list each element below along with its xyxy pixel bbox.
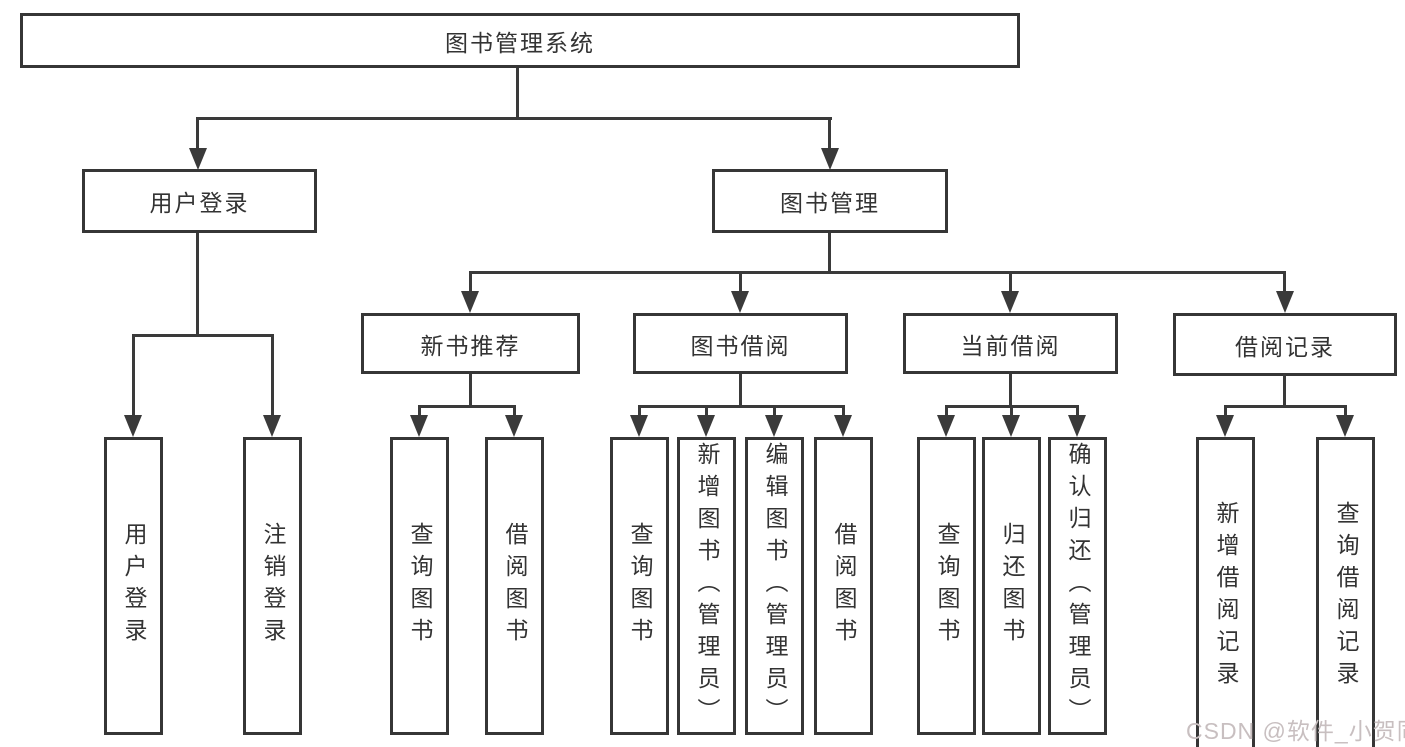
leaf-rec-borrow-books: 借阅图书 — [485, 437, 544, 735]
arrow-book-mgmt — [821, 148, 839, 170]
edge-stub-new-book-rec — [469, 271, 472, 293]
leaf-br-query-record-label: 查询借阅记录 — [1333, 501, 1359, 693]
edge-stub-book-borrow — [739, 271, 742, 293]
watermark-text: CSDN @软件_小贺同学 — [1186, 718, 1405, 744]
node-book-mgmt: 图书管理 — [712, 169, 948, 233]
edge-book-mgmt-stem — [828, 233, 831, 273]
leaf-bb-query-books: 查询图书 — [610, 437, 669, 735]
arrow-ul-user-login — [124, 415, 142, 437]
edge-stub-ul-logout — [271, 334, 274, 417]
edge-stub-cb-confirm — [1076, 405, 1079, 417]
leaf-br-add-record-label: 新增借阅记录 — [1213, 501, 1239, 693]
arrow-cb-confirm — [1068, 415, 1086, 437]
edge-borrow-records-stem — [1283, 374, 1286, 407]
leaf-cb-confirm-return: 确认归还（管理员） — [1048, 437, 1107, 735]
edge-stub-current-borrow — [1009, 271, 1012, 293]
node-book-borrow: 图书借阅 — [633, 313, 848, 374]
edge-current-borrow-stem — [1009, 374, 1012, 407]
edge-root-stem — [516, 68, 519, 119]
node-borrow-records-label: 借阅记录 — [1235, 333, 1335, 360]
edge-root-stub-user-login — [196, 117, 199, 150]
leaf-bb-borrow-books: 借阅图书 — [814, 437, 873, 735]
arrow-nbr-query — [410, 415, 428, 437]
arrow-current-borrow — [1001, 291, 1019, 313]
edge-stub-nbr-borrow — [513, 405, 516, 417]
edge-book-mgmt-bar — [469, 271, 1286, 274]
node-borrow-records: 借阅记录 — [1173, 313, 1397, 376]
edge-stub-bb-edit — [773, 405, 776, 417]
arrow-cb-query — [937, 415, 955, 437]
node-user-login: 用户登录 — [82, 169, 317, 233]
edge-user-login-stem — [196, 233, 199, 336]
leaf-br-add-record: 新增借阅记录 — [1196, 437, 1255, 747]
arrow-bb-add — [697, 415, 715, 437]
edge-stub-borrow-records — [1283, 271, 1286, 293]
edge-stub-br-query — [1344, 405, 1347, 417]
edge-stub-cb-return — [1010, 405, 1013, 417]
edge-stub-ul-user-login — [132, 334, 135, 417]
edge-stub-cb-query — [945, 405, 948, 417]
node-book-mgmt-label: 图书管理 — [780, 190, 880, 216]
node-current-borrow: 当前借阅 — [903, 313, 1118, 374]
edge-new-book-rec-stem — [469, 374, 472, 407]
arrow-borrow-records — [1276, 291, 1294, 313]
edge-root-stub-book-mgmt — [828, 117, 831, 150]
leaf-bb-edit-books: 编辑图书（管理员） — [745, 437, 804, 735]
leaf-cb-return-books: 归还图书 — [982, 437, 1041, 735]
edge-borrow-records-bar — [1224, 405, 1347, 408]
leaf-bb-borrow-books-label: 借阅图书 — [831, 522, 857, 650]
leaf-rec-query-books: 查询图书 — [390, 437, 449, 735]
node-root-label: 图书管理系统 — [445, 29, 595, 56]
arrow-nbr-borrow — [505, 415, 523, 437]
edge-user-login-bar — [132, 334, 274, 337]
edge-stub-bb-add — [705, 405, 708, 417]
node-book-borrow-label: 图书借阅 — [690, 332, 791, 359]
edge-stub-bb-borrow — [842, 405, 845, 417]
edge-stub-nbr-query — [418, 405, 421, 417]
node-new-book-rec: 新书推荐 — [361, 313, 580, 374]
edge-root-bar — [196, 117, 832, 120]
arrow-new-book-rec — [461, 291, 479, 313]
leaf-br-query-record: 查询借阅记录 — [1316, 437, 1375, 747]
leaf-cb-return-books-label: 归还图书 — [999, 522, 1025, 650]
arrow-bb-borrow — [834, 415, 852, 437]
edge-book-borrow-stem — [739, 374, 742, 407]
node-new-book-rec-label: 新书推荐 — [420, 332, 521, 359]
arrow-br-add — [1216, 415, 1234, 437]
arrow-cb-return — [1002, 415, 1020, 437]
leaf-bb-add-books-label: 新增图书（管理员） — [694, 442, 720, 730]
node-user-login-label: 用户登录 — [149, 190, 250, 216]
edge-stub-br-add — [1224, 405, 1227, 417]
node-root: 图书管理系统 — [20, 13, 1020, 68]
leaf-cb-confirm-return-label: 确认归还（管理员） — [1065, 442, 1091, 730]
leaf-logout-label: 注销登录 — [260, 522, 286, 650]
arrow-user-login — [189, 148, 207, 170]
leaf-user-login: 用户登录 — [104, 437, 163, 735]
leaf-cb-query-books: 查询图书 — [917, 437, 976, 735]
edge-new-book-rec-bar — [418, 405, 516, 408]
leaf-logout: 注销登录 — [243, 437, 302, 735]
leaf-rec-borrow-books-label: 借阅图书 — [502, 522, 528, 650]
arrow-bb-edit — [765, 415, 783, 437]
leaf-rec-query-books-label: 查询图书 — [407, 522, 433, 650]
edge-book-borrow-bar — [638, 405, 845, 408]
leaf-bb-add-books: 新增图书（管理员） — [677, 437, 736, 735]
arrow-bb-query — [630, 415, 648, 437]
leaf-user-login-label: 用户登录 — [121, 522, 147, 650]
leaf-bb-query-books-label: 查询图书 — [627, 522, 653, 650]
arrow-br-query — [1336, 415, 1354, 437]
leaf-cb-query-books-label: 查询图书 — [934, 522, 960, 650]
edge-stub-bb-query — [638, 405, 641, 417]
leaf-bb-edit-books-label: 编辑图书（管理员） — [762, 442, 788, 730]
arrow-book-borrow — [731, 291, 749, 313]
node-current-borrow-label: 当前借阅 — [960, 332, 1061, 359]
arrow-ul-logout — [263, 415, 281, 437]
